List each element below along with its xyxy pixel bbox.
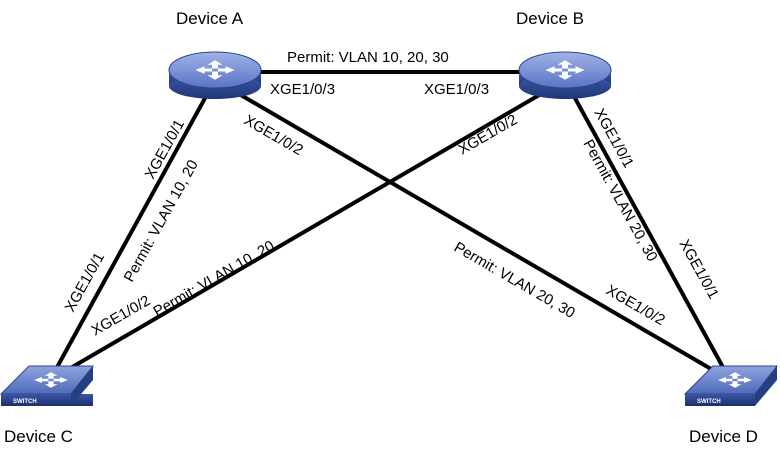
port-label-c-ca: XGE1/0/1 — [62, 250, 108, 315]
link-a-d — [213, 78, 732, 382]
router-icon-device-b — [518, 51, 612, 99]
switch-badge-c: SWITCH — [13, 399, 37, 405]
permit-label-a-b: Permit: VLAN 10, 20, 30 — [287, 49, 449, 66]
device-c-label: Device C — [4, 427, 73, 446]
port-label-b-ba: XGE1/0/3 — [424, 81, 489, 98]
switch-icon-device-d: SWITCH — [683, 365, 779, 406]
port-label-a-ad: XGE1/0/2 — [241, 112, 306, 159]
port-label-d-da: XGE1/0/2 — [603, 282, 668, 329]
port-label-a-ab: XGE1/0/3 — [270, 81, 335, 98]
device-a-label: Device A — [176, 9, 244, 28]
link-a-c — [48, 78, 217, 382]
device-b-label: Device B — [516, 9, 584, 28]
switch-icon-device-c: SWITCH — [0, 365, 95, 406]
link-b-c — [48, 78, 567, 382]
router-icon-device-a — [168, 51, 262, 99]
port-label-b-bc: XGE1/0/2 — [456, 111, 521, 158]
permit-label-b-c: Permit: VLAN 10, 20 — [151, 237, 278, 320]
switch-badge-d: SWITCH — [697, 399, 721, 405]
port-label-c-cb: XGE1/0/2 — [89, 292, 154, 339]
device-d-label: Device D — [689, 427, 758, 446]
link-b-d — [563, 78, 732, 382]
